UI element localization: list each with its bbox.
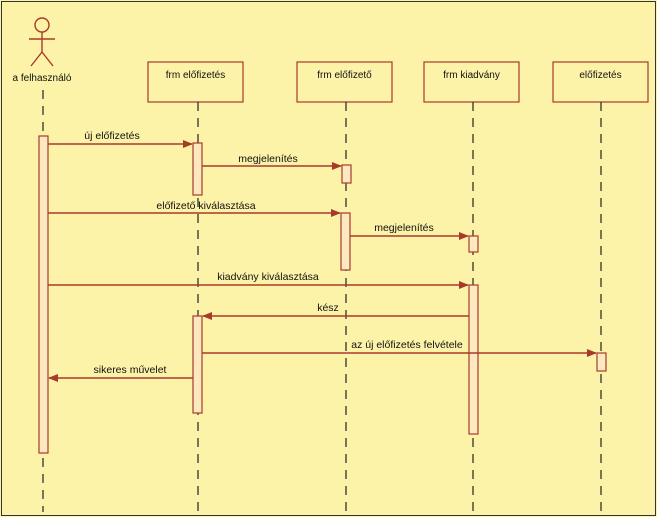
activation-actor — [38, 135, 49, 454]
lifeline-label: előfizetés — [579, 70, 621, 81]
lifeline-box-frm-elofizeto: frm előfizető — [296, 61, 393, 103]
activation-frm-kiadvany-1 — [468, 235, 479, 253]
message-label-uj-elofizetes-felvetele: az új előfizetés felvétele — [351, 339, 463, 351]
lifeline-box-elofizetes: előfizetés — [552, 61, 649, 103]
message-label-kiadvany-kivalasztasa: kiadvány kiválasztása — [217, 271, 319, 283]
lifeline-box-frm-kiadvany: frm kiadvány — [423, 61, 520, 103]
activation-frm-elofizeto-2 — [340, 212, 351, 271]
actor-user: a felhasználó — [13, 17, 72, 84]
message-label-megjelenites-1: megjelenítés — [238, 153, 298, 165]
activation-frm-kiadvany-2 — [468, 284, 479, 435]
message-label-elofizeto-kivalasztasa: előfizető kiválasztása — [156, 200, 255, 212]
message-label-sikeres-muvelet: sikeres művelet — [94, 364, 167, 376]
activation-frm-elofizetes-2 — [192, 315, 203, 414]
stick-figure-icon — [29, 17, 55, 67]
activation-frm-elofizeto-1 — [341, 164, 352, 184]
actor-label: a felhasználó — [13, 73, 72, 84]
activation-elofizetes — [596, 352, 607, 372]
message-label-kesz: kész — [317, 302, 339, 314]
message-label-uj-elofizetes: új előfizetés — [84, 130, 139, 142]
lifeline-label: frm kiadvány — [443, 70, 500, 81]
activation-frm-elofizetes-1 — [192, 142, 203, 196]
message-label-megjelenites-2: megjelenítés — [374, 222, 434, 234]
lifeline-label: frm előfizető — [317, 70, 372, 81]
lifeline-label: frm előfizetés — [166, 70, 225, 81]
lifeline-box-frm-elofizetes: frm előfizetés — [147, 61, 244, 103]
